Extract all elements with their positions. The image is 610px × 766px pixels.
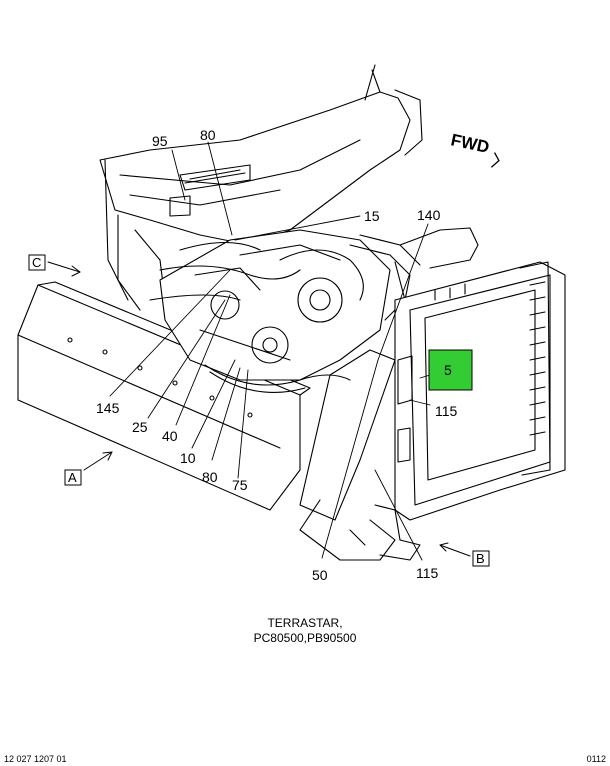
hoses: [149, 265, 351, 393]
callout-115-top[interactable]: 115: [435, 403, 458, 419]
view-letter-c[interactable]: C: [32, 255, 41, 270]
leader-lines: [109, 141, 441, 561]
highlight-part-5[interactable]: [428, 349, 473, 391]
footer-page-code: 0112: [586, 754, 606, 764]
charge-air-pipes: [299, 227, 479, 561]
leader-80-top: [207, 141, 233, 236]
callout-75[interactable]: 75: [232, 477, 248, 493]
callout-115-bottom[interactable]: 115: [416, 565, 439, 581]
view-arrow-a: [83, 451, 113, 471]
leader-40: [175, 294, 231, 426]
callout-145[interactable]: 145: [96, 400, 120, 416]
leader-115-bottom: [374, 469, 423, 561]
view-arrow-b: [439, 544, 471, 557]
radiator: [374, 261, 566, 561]
leader-75: [237, 369, 249, 479]
cowl-assembly: [99, 64, 423, 311]
callout-15[interactable]: 15: [364, 208, 380, 224]
leader-115-top: [409, 399, 431, 406]
forward-direction-marker: FWD: [449, 130, 500, 168]
leader-145: [109, 269, 231, 397]
callout-80-bottom[interactable]: 80: [202, 469, 218, 485]
view-letter-b[interactable]: B: [476, 551, 485, 566]
callout-95[interactable]: 95: [152, 133, 168, 149]
callout-5[interactable]: 5: [444, 362, 452, 378]
callout-25[interactable]: 25: [132, 419, 148, 435]
leader-15: [234, 215, 361, 241]
callout-80-top[interactable]: 80: [200, 127, 216, 143]
leader-10: [191, 359, 236, 449]
fwd-arrow-icon: [490, 152, 500, 168]
view-letter-boxes: [28, 254, 490, 567]
view-letter-a[interactable]: A: [68, 470, 77, 485]
leader-140: [377, 223, 429, 361]
leader-80-bottom: [211, 367, 241, 461]
callout-50[interactable]: 50: [312, 567, 328, 583]
leader-50: [321, 359, 379, 559]
leader-25: [147, 299, 226, 419]
view-arrows: [47, 261, 471, 557]
fwd-label: FWD: [449, 130, 491, 157]
engine: [159, 229, 391, 381]
view-arrow-c: [47, 261, 81, 273]
footer-document-id: 12 027 1207 01: [4, 754, 67, 764]
caption-part-codes: PC80500,PB90500: [253, 631, 357, 645]
callout-labels: 95 80 15 140 5 115 145 25 40 10 80 75 50…: [32, 127, 485, 583]
callout-10[interactable]: 10: [180, 450, 196, 466]
leader-95: [171, 149, 186, 201]
caption-model-line: TERRASTAR,: [267, 616, 343, 630]
callout-140[interactable]: 140: [417, 207, 441, 223]
callout-40[interactable]: 40: [162, 428, 178, 444]
